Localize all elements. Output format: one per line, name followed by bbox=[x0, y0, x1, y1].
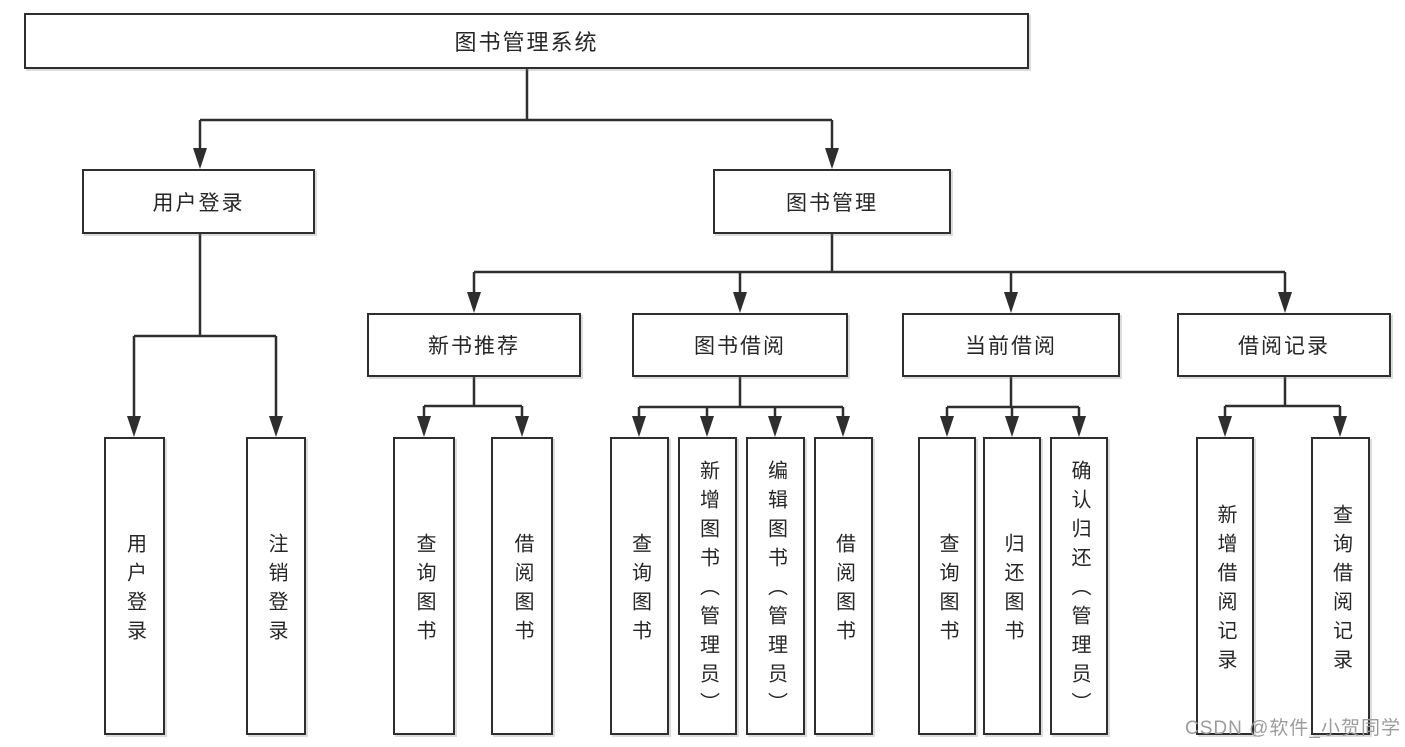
node-new-book-recommend: 新书推荐 bbox=[367, 313, 581, 377]
node-book-management: 图书管理 bbox=[713, 169, 951, 234]
node-borrow-records: 借阅记录 bbox=[1177, 313, 1391, 377]
leaf-borrow-book: 借阅图书 bbox=[814, 437, 873, 735]
leaf-add-book-admin: 新增图书（管理员） bbox=[678, 437, 737, 735]
leaf-query-book-borrow: 查询图书 bbox=[610, 437, 669, 735]
node-current-borrow: 当前借阅 bbox=[902, 313, 1120, 377]
leaf-return-book: 归还图书 bbox=[983, 437, 1041, 735]
csdn-watermark: CSDN @软件_小贺同学 bbox=[1185, 718, 1401, 739]
leaf-query-borrow-record: 查询借阅记录 bbox=[1311, 437, 1370, 735]
leaf-query-book-current-label: 查询图书 bbox=[936, 532, 958, 649]
leaf-query-book-recommend: 查询图书 bbox=[393, 437, 455, 735]
leaf-edit-book-admin-label: 编辑图书（管理员） bbox=[764, 460, 787, 721]
leaf-add-borrow-record: 新增借阅记录 bbox=[1196, 437, 1254, 735]
leaf-add-borrow-record-label: 新增借阅记录 bbox=[1214, 503, 1236, 678]
leaf-add-book-admin-label: 新增图书（管理员） bbox=[696, 460, 719, 721]
leaf-borrow-book-label: 借阅图书 bbox=[832, 532, 855, 649]
node-book-borrow: 图书借阅 bbox=[632, 313, 848, 377]
leaf-user-login: 用户登录 bbox=[104, 437, 165, 735]
leaf-logout: 注销登录 bbox=[246, 437, 306, 735]
node-user-login: 用户登录 bbox=[82, 169, 315, 234]
leaf-logout-label: 注销登录 bbox=[265, 532, 287, 649]
leaf-query-book-recommend-label: 查询图书 bbox=[413, 532, 435, 649]
node-library-management-system: 图书管理系统 bbox=[24, 13, 1029, 69]
leaf-confirm-return-admin: 确认归还（管理员） bbox=[1050, 437, 1108, 735]
leaf-query-book-borrow-label: 查询图书 bbox=[628, 532, 651, 649]
leaf-return-book-label: 归还图书 bbox=[1001, 532, 1023, 649]
leaf-user-login-label: 用户登录 bbox=[123, 532, 146, 649]
leaf-query-borrow-record-label: 查询借阅记录 bbox=[1329, 503, 1352, 678]
leaf-borrow-book-recommend-label: 借阅图书 bbox=[511, 532, 533, 649]
leaf-borrow-book-recommend: 借阅图书 bbox=[491, 437, 553, 735]
leaf-edit-book-admin: 编辑图书（管理员） bbox=[746, 437, 805, 735]
leaf-query-book-current: 查询图书 bbox=[918, 437, 976, 735]
leaf-confirm-return-admin-label: 确认归还（管理员） bbox=[1068, 460, 1090, 721]
